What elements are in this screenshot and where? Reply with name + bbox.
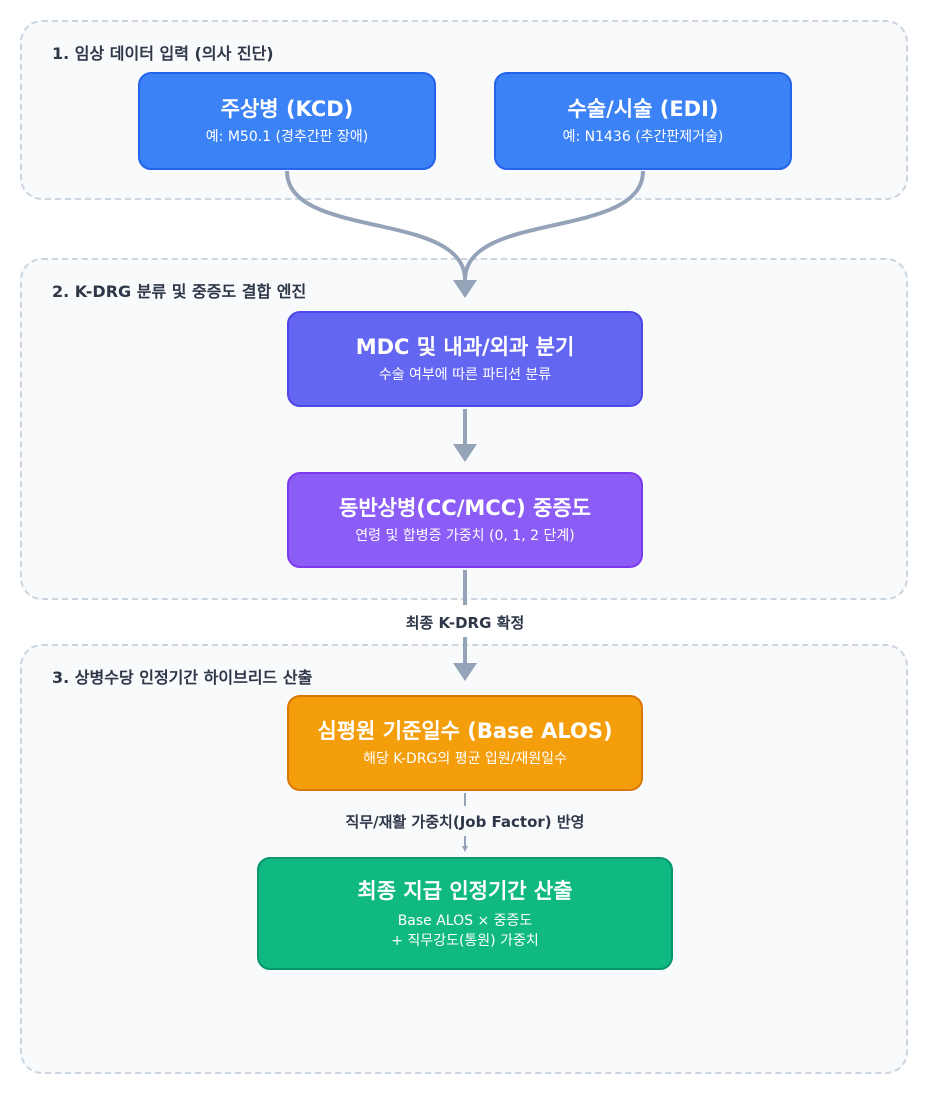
edge-edi-to-mdc (463, 170, 645, 281)
node-procedure-edi: 수술/시술 (EDI) 예: N1436 (추간판제거술) (494, 72, 792, 170)
node-title: 최종 지급 인정기간 산출 (357, 878, 573, 903)
edge-kcd-to-mdc (285, 170, 467, 281)
node-subtitle: 예: M50.1 (경추간판 장애) (205, 129, 369, 145)
section-title: 2. K-DRG 분류 및 중증도 결합 엔진 (52, 282, 307, 301)
node-title: 동반상병(CC/MCC) 중증도 (339, 496, 591, 520)
arrowhead-icon (453, 280, 477, 298)
node-comorbidity-severity: 동반상병(CC/MCC) 중증도 연령 및 합병증 가중치 (0, 1, 2 단… (287, 472, 643, 568)
node-subtitle: 연령 및 합병증 가중치 (0, 1, 2 단계) (355, 528, 575, 544)
section-title: 1. 임상 데이터 입력 (의사 진단) (52, 44, 274, 63)
node-subtitle: Base ALOS × 중증도 + 직무강도(통원) 가중치 (391, 911, 538, 951)
node-title: MDC 및 내과/외과 분기 (355, 335, 575, 359)
edge-label-final-kdrg: 최종 K-DRG 확정 (405, 614, 525, 632)
node-primary-diagnosis-kcd: 주상병 (KCD) 예: M50.1 (경추간판 장애) (138, 72, 436, 170)
arrowhead-icon (462, 846, 468, 852)
arrowhead-icon (453, 444, 477, 462)
node-subtitle: 해당 K-DRG의 평균 입원/재원일수 (363, 751, 567, 767)
section-title: 3. 상병수당 인정기간 하이브리드 산출 (52, 668, 313, 687)
node-formula-line: Base ALOS × 중증도 (397, 912, 533, 929)
node-mdc-branch: MDC 및 내과/외과 분기 수술 여부에 따른 파티션 분류 (287, 311, 643, 407)
node-final-benefit-period: 최종 지급 인정기간 산출 Base ALOS × 중증도 + 직무강도(통원)… (257, 857, 673, 970)
node-title: 수술/시술 (EDI) (567, 97, 719, 121)
node-title: 주상병 (KCD) (220, 97, 354, 121)
node-subtitle: 수술 여부에 따른 파티션 분류 (378, 367, 552, 383)
node-subtitle: 예: N1436 (추간판제거술) (562, 129, 724, 145)
node-base-alos: 심평원 기준일수 (Base ALOS) 해당 K-DRG의 평균 입원/재원일… (287, 695, 643, 791)
node-formula-line: + 직무강도(통원) 가중치 (391, 932, 539, 949)
node-title: 심평원 기준일수 (Base ALOS) (317, 719, 613, 743)
arrowhead-icon (453, 663, 477, 681)
edge-label-job-factor: 직무/재활 가중치(Job Factor) 반영 (345, 813, 585, 831)
